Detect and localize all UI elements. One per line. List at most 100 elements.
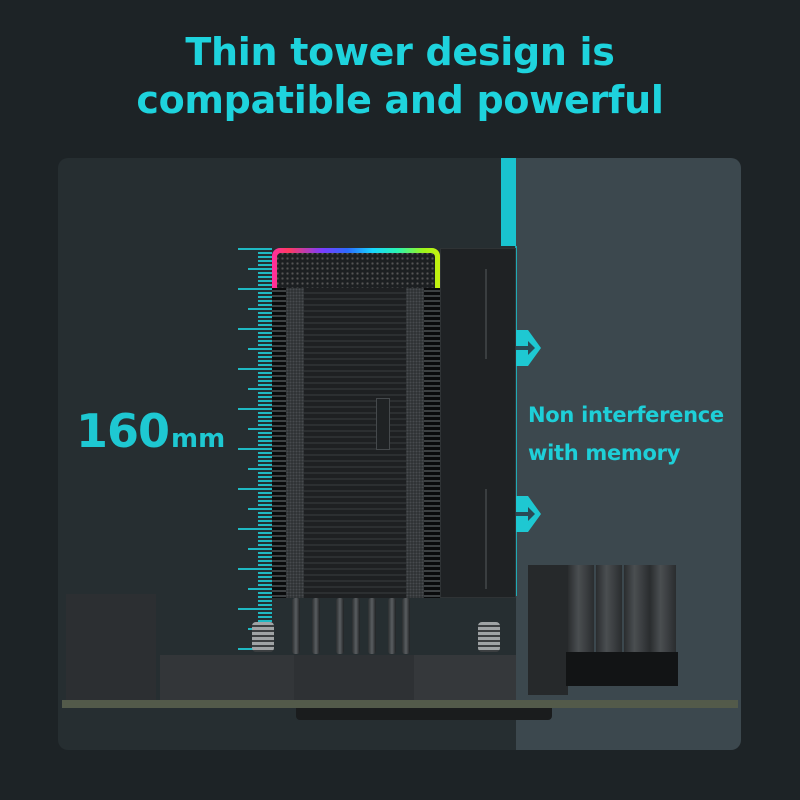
- ruler-tick: [258, 276, 272, 278]
- ruler-tick: [258, 480, 272, 482]
- ruler-tick: [258, 372, 272, 374]
- ruler-tick: [258, 400, 272, 402]
- ruler-tick: [258, 332, 272, 334]
- heat-pipe: [368, 598, 376, 654]
- ruler-tick: [258, 256, 272, 258]
- ruler-tick: [258, 512, 272, 514]
- heat-pipes: [292, 598, 412, 654]
- mount-bracket: [160, 655, 310, 700]
- ruler-tick: [238, 328, 272, 330]
- ruler-tick: [258, 576, 272, 578]
- ruler-tick: [258, 604, 272, 606]
- ram-slot-housing: [528, 565, 568, 695]
- ruler-tick: [248, 428, 272, 430]
- ruler-tick: [258, 620, 272, 622]
- mount-spring: [252, 622, 274, 652]
- ruler-tick: [258, 404, 272, 406]
- ram-slots: [566, 652, 678, 686]
- ruler-tick: [258, 272, 272, 274]
- ruler-tick: [258, 456, 272, 458]
- ruler-tick: [258, 300, 272, 302]
- ruler-tick: [258, 424, 272, 426]
- headline-line-2: compatible and powerful: [136, 78, 664, 122]
- ruler-tick: [258, 412, 272, 414]
- ruler-tick: [258, 540, 272, 542]
- ruler-tick: [258, 524, 272, 526]
- ruler-tick: [258, 360, 272, 362]
- ruler-tick: [258, 296, 272, 298]
- cooler-base: [294, 655, 414, 700]
- ruler-tick: [258, 616, 272, 618]
- note-line-2: with memory: [528, 441, 681, 465]
- headline-line-1: Thin tower design is: [185, 30, 615, 74]
- height-dimension-label: 160mm: [76, 404, 225, 458]
- ruler-tick: [238, 448, 272, 450]
- ruler-tick: [258, 432, 272, 434]
- ruler-tick: [248, 508, 272, 510]
- ruler-tick: [258, 560, 272, 562]
- ruler-tick: [258, 264, 272, 266]
- arrow-right-icon: [516, 496, 541, 532]
- mount-spring: [478, 622, 500, 652]
- ruler-tick: [258, 596, 272, 598]
- backplate: [296, 708, 552, 720]
- ruler-tick: [258, 292, 272, 294]
- ruler-tick: [258, 600, 272, 602]
- ruler-tick: [258, 472, 272, 474]
- ruler-tick: [258, 324, 272, 326]
- heat-pipe: [312, 598, 320, 654]
- ruler-tick: [258, 420, 272, 422]
- height-ruler: [236, 248, 272, 650]
- ruler-tick: [258, 572, 272, 574]
- ruler-tick: [258, 476, 272, 478]
- ruler-tick: [258, 260, 272, 262]
- clearance-marker-bar: [501, 158, 516, 246]
- ruler-tick: [258, 444, 272, 446]
- ruler-tick: [258, 504, 272, 506]
- headline: Thin tower design is compatible and powe…: [0, 28, 800, 124]
- vrm-heatsink: [66, 594, 156, 700]
- ruler-tick: [258, 484, 272, 486]
- ruler-tick: [258, 612, 272, 614]
- ruler-tick: [258, 592, 272, 594]
- ruler-tick: [258, 352, 272, 354]
- fan-clip: [485, 489, 487, 589]
- ruler-tick: [248, 308, 272, 310]
- ruler-tick: [258, 452, 272, 454]
- heatsink-fin-column: [286, 282, 304, 598]
- ruler-tick: [248, 268, 272, 270]
- ruler-tick: [258, 500, 272, 502]
- ruler-tick: [258, 344, 272, 346]
- heatsink-fin-column: [406, 282, 424, 598]
- ruler-tick: [258, 460, 272, 462]
- ruler-tick: [258, 556, 272, 558]
- ruler-tick: [258, 364, 272, 366]
- ruler-tick: [258, 564, 272, 566]
- ruler-tick: [248, 348, 272, 350]
- ruler-tick: [258, 280, 272, 282]
- ruler-tick: [258, 320, 272, 322]
- fan-clip: [485, 269, 487, 359]
- ruler-tick: [258, 336, 272, 338]
- arrow-right-icon: [516, 330, 541, 366]
- ruler-tick: [258, 304, 272, 306]
- ruler-tick: [238, 408, 272, 410]
- ruler-tick: [258, 392, 272, 394]
- ruler-tick: [238, 568, 272, 570]
- ruler-tick: [258, 584, 272, 586]
- heat-pipe: [402, 598, 410, 654]
- rgb-top-cover: [272, 248, 440, 288]
- ruler-tick: [248, 548, 272, 550]
- heat-pipe: [336, 598, 344, 654]
- ruler-tick: [248, 468, 272, 470]
- ruler-tick: [258, 440, 272, 442]
- memory-clearance-note: Non interference with memory: [528, 396, 724, 472]
- ruler-tick: [238, 488, 272, 490]
- height-value: 160: [76, 404, 170, 458]
- ruler-tick: [258, 532, 272, 534]
- ruler-tick: [258, 544, 272, 546]
- ruler-tick: [238, 608, 272, 610]
- ruler-tick: [238, 288, 272, 290]
- ruler-tick: [258, 340, 272, 342]
- ruler-tick: [258, 312, 272, 314]
